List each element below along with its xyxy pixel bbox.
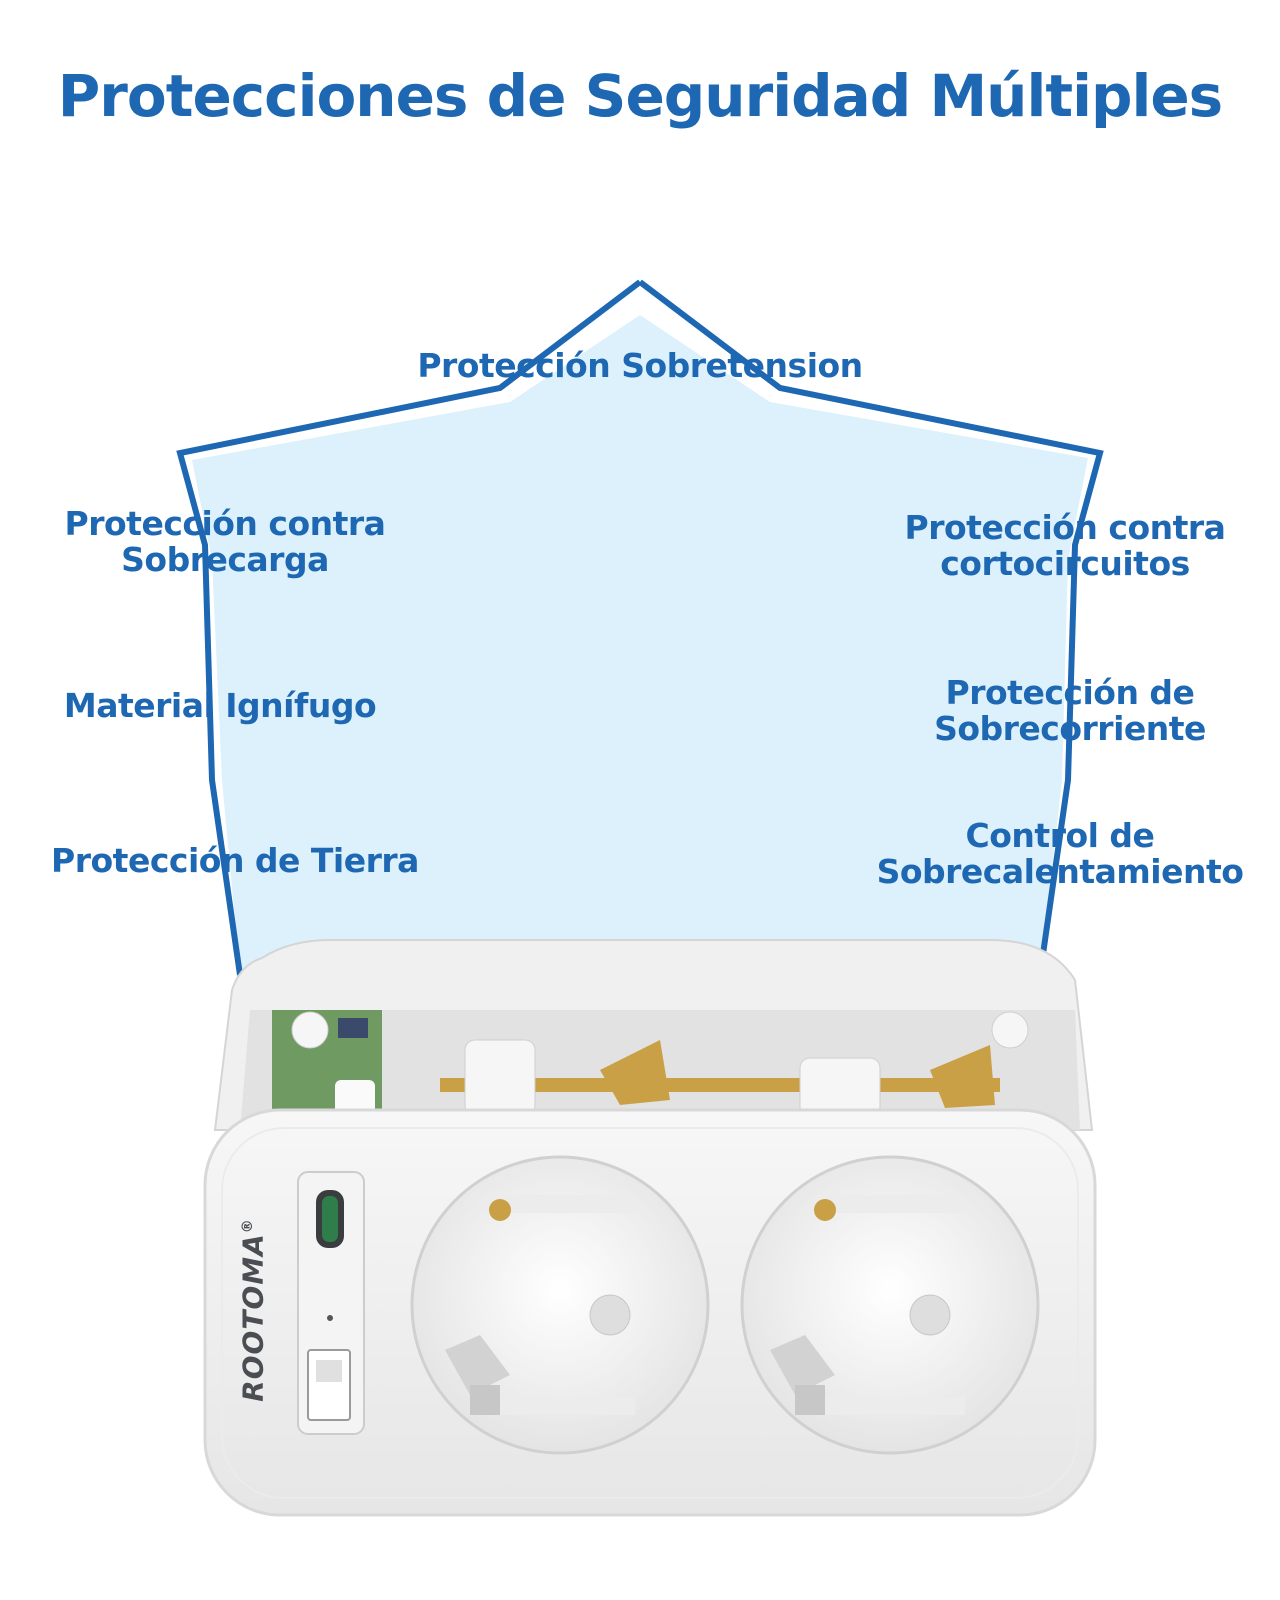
feature-overheat-line-2: Sobrecalentamiento	[876, 852, 1244, 891]
feature-overload-line-1: Protección contra	[64, 504, 386, 543]
page-title: Protecciones de Seguridad Múltiples	[57, 62, 1223, 130]
feature-fireproof-material: Material Ignífugo	[63, 686, 377, 725]
feature-overcurrent-line-1: Protección de	[945, 673, 1195, 712]
feature-short-circuit-protection: Protección contra cortocircuitos	[870, 510, 1260, 582]
socket-right[interactable]	[740, 1155, 1040, 1455]
feature-short-circuit-line-1: Protección contra	[904, 508, 1226, 547]
feature-overload-line-2: Sobrecarga	[121, 540, 329, 579]
feature-overcurrent-protection: Protección de Sobrecorriente	[880, 675, 1260, 747]
feature-overheat-control: Control de Sobrecalentamiento	[850, 818, 1270, 890]
feature-overload-protection: Protección contra Sobrecarga	[30, 506, 420, 578]
indicator-light-icon	[327, 1315, 333, 1321]
brand-logo: ROOTOMA®	[236, 1218, 270, 1402]
feature-surge-protection: Protección Sobretension	[417, 346, 863, 385]
feature-overheat-line-1: Control de	[965, 816, 1155, 855]
feature-overcurrent-line-2: Sobrecorriente	[934, 709, 1206, 748]
feature-short-circuit-line-2: cortocircuitos	[940, 544, 1190, 583]
shield-outline	[176, 279, 1104, 976]
shield-shape	[192, 315, 1088, 975]
feature-ground-protection: Protección de Tierra	[51, 841, 419, 880]
socket-left[interactable]	[410, 1155, 710, 1455]
